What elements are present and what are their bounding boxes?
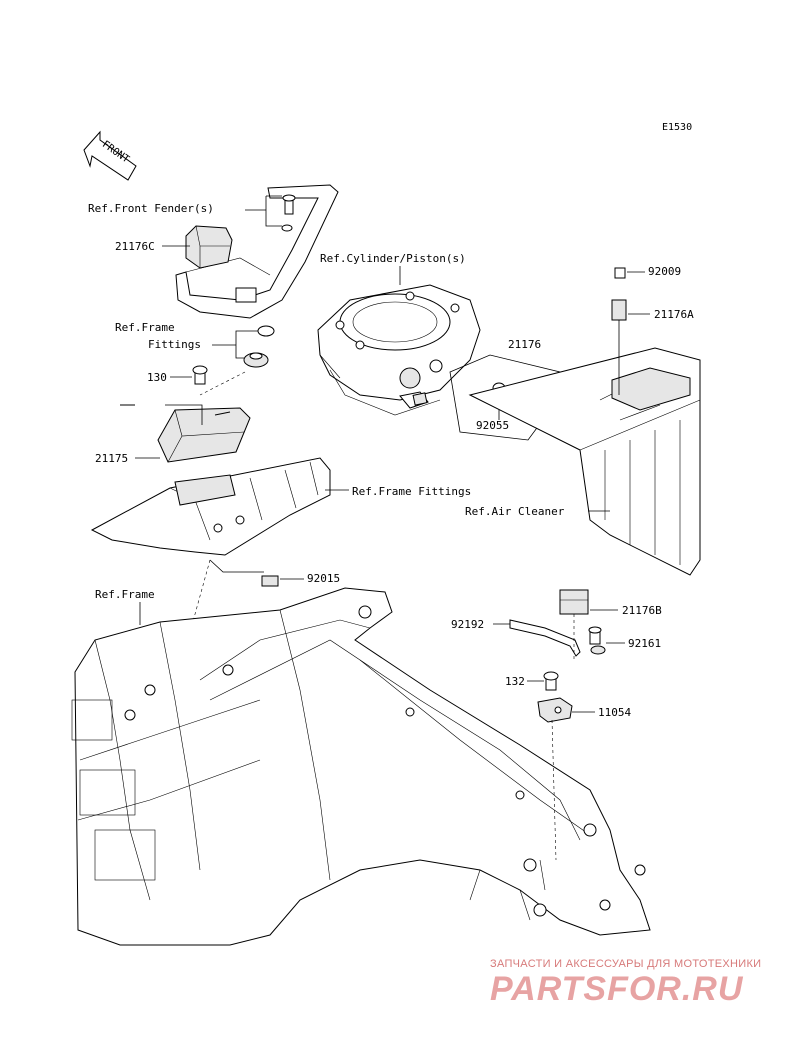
watermark-tagline: ЗАПЧАСТИ И АКСЕССУАРЫ ДЛЯ МОТОТЕХНИКИ (490, 958, 761, 970)
label-92055: 92055 (476, 419, 509, 432)
label-ref-air-cleaner: Ref.Air Cleaner (465, 505, 565, 518)
sensor-21176c (185, 225, 233, 269)
bracket-11054 (537, 697, 573, 723)
screw-92009 (614, 267, 626, 279)
label-ref-frame-fittings: Ref.Frame Fittings (352, 485, 471, 498)
ecu-tray (90, 457, 331, 556)
hose-92192 (509, 619, 581, 657)
clip-92015 (261, 575, 279, 587)
label-ref-cylinder-piston: Ref.Cylinder/Piston(s) (320, 252, 466, 265)
label-21176b: 21176B (622, 604, 662, 617)
sensor-21176b (559, 589, 589, 615)
bolt-130 (192, 365, 208, 385)
air-cleaner-box (468, 347, 701, 576)
cylinder-block (317, 284, 481, 416)
label-21175: 21175 (95, 452, 128, 465)
label-ref-frame: Ref.Frame (95, 588, 155, 601)
motorcycle-frame (71, 587, 651, 946)
bolt-92161 (588, 626, 606, 655)
label-132: 132 (505, 675, 525, 688)
label-21176: 21176 (508, 338, 541, 351)
sensor-21176 (399, 391, 429, 409)
label-130: 130 (147, 371, 167, 384)
label-92192: 92192 (451, 618, 484, 631)
ecu-21175 (120, 404, 251, 463)
bolt-132 (543, 671, 559, 691)
front-arrow-icon: FRONT (83, 130, 137, 181)
label-ref-front-fender: Ref.Front Fender(s) (88, 202, 214, 215)
diagram-code: E1530 (662, 122, 692, 133)
label-92161: 92161 (628, 637, 661, 650)
label-21176a: 21176A (654, 308, 694, 321)
front-bracket (175, 184, 339, 319)
label-21176c: 21176C (115, 240, 155, 253)
bolt-top-bracket (281, 194, 296, 232)
label-ref-frame-fittings-line1: Ref.Frame (115, 321, 175, 334)
label-11054: 11054 (598, 706, 631, 719)
label-ref-frame-fittings-line2: Fittings (148, 338, 201, 351)
sensor-21176a (611, 299, 627, 395)
label-92015: 92015 (307, 572, 340, 585)
label-92009: 92009 (648, 265, 681, 278)
grommet-upper (243, 325, 275, 368)
watermark-brand-logo: PARTSFOR.RU (490, 970, 744, 1008)
